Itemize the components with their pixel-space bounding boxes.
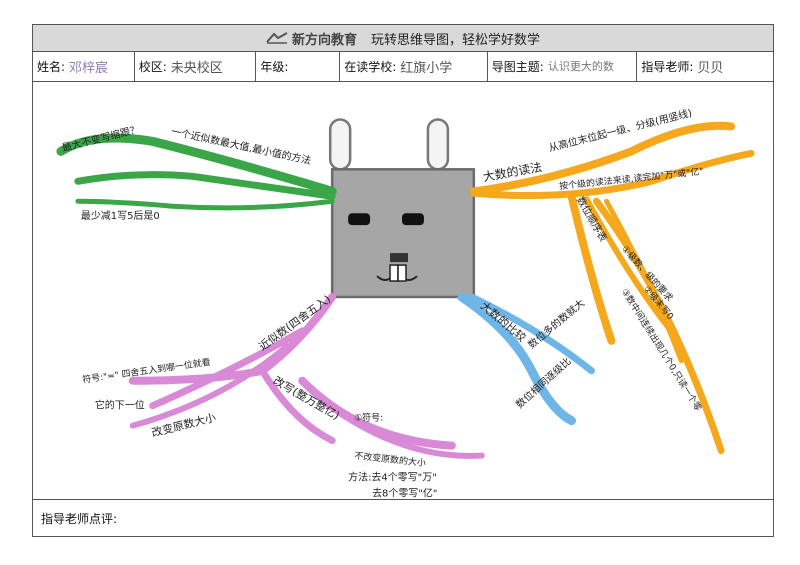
blue-branch: 大数的比较 数位多的数就大 数位相同逐级比 <box>457 292 595 426</box>
topic-label: 导图主题: <box>491 59 544 74</box>
header-bar: 新方向教育 玩转思维导图，轻松学好数学 <box>33 25 773 52</box>
grade-cell: 年级: <box>256 51 341 81</box>
green-branch-text-3: 最少减1写5后是0 <box>81 210 160 222</box>
name-value: 邓梓宸 <box>69 60 109 76</box>
school-cell: 在读学校: 红旗小学 <box>340 51 488 81</box>
brand-logo: 新方向教育 <box>266 29 357 48</box>
brand-logo-icon <box>266 32 288 44</box>
name-cell: 姓名: 邓梓宸 <box>33 51 135 81</box>
topic-value: 认识更大的数 <box>547 60 614 73</box>
pink-branch-text-7: 方法:去4个零写"万" <box>348 470 437 483</box>
school-value: 红旗小学 <box>400 60 453 76</box>
campus-cell: 校区: 未央校区 <box>135 51 257 81</box>
pink-branch-text-2: 它的下一位 <box>95 399 145 412</box>
teacher-label: 指导老师: <box>641 59 694 74</box>
pink-branch-text-8: 去8个零写"亿" <box>372 486 437 499</box>
pink-branch: 近似数(四舍五入) 符号:"≈" 四舍五入到哪一位就看 它的下一位 改变原数大小… <box>82 292 485 499</box>
campus-label: 校区: <box>138 59 167 74</box>
rabbit-drawing <box>328 118 476 299</box>
orange-branch: 大数的读法 从高位末位起一级、分级(用竖线) 按个级的读法来读,读完加"万"或"… <box>469 106 755 455</box>
campus-value: 未央校区 <box>170 60 223 76</box>
brand-name: 新方向教育 <box>291 32 357 48</box>
mindmap-canvas: 最大不变写缩跟？ 一个近似数最大值,最小值的方法 最少减1写5后是0 大数的读法… <box>56 106 755 499</box>
worksheet: 新方向教育 玩转思维导图，轻松学好数学 姓名: 邓梓宸 校区: 未央校区 年级:… <box>32 24 774 537</box>
school-label: 在读学校: <box>344 59 397 74</box>
blue-branch-text-2: 数位相同逐级比 <box>513 355 574 411</box>
pink-branch-text-6: 不改变原数的大小 <box>354 450 427 469</box>
pink-branch-text-5: ①符号: <box>354 412 383 424</box>
grade-label: 年级: <box>260 59 289 74</box>
teacher-cell: 指导老师: 贝贝 <box>637 51 773 81</box>
name-label: 姓名: <box>37 59 66 74</box>
header-slogan: 玩转思维导图，轻松学好数学 <box>371 32 541 48</box>
teacher-comment-row: 指导老师点评: <box>33 499 773 536</box>
green-branch: 最大不变写缩跟？ 一个近似数最大值,最小值的方法 最少减1写5后是0 <box>56 122 337 222</box>
teacher-value: 贝贝 <box>697 60 724 76</box>
info-row: 姓名: 邓梓宸 校区: 未央校区 年级: 在读学校: 红旗小学 导图主题: 认识… <box>33 51 773 82</box>
teacher-comment-label: 指导老师点评: <box>41 511 118 526</box>
topic-cell: 导图主题: 认识更大的数 <box>488 51 638 81</box>
orange-branch-text-1: 从高位末位起一级、分级(用竖线) <box>547 106 693 154</box>
